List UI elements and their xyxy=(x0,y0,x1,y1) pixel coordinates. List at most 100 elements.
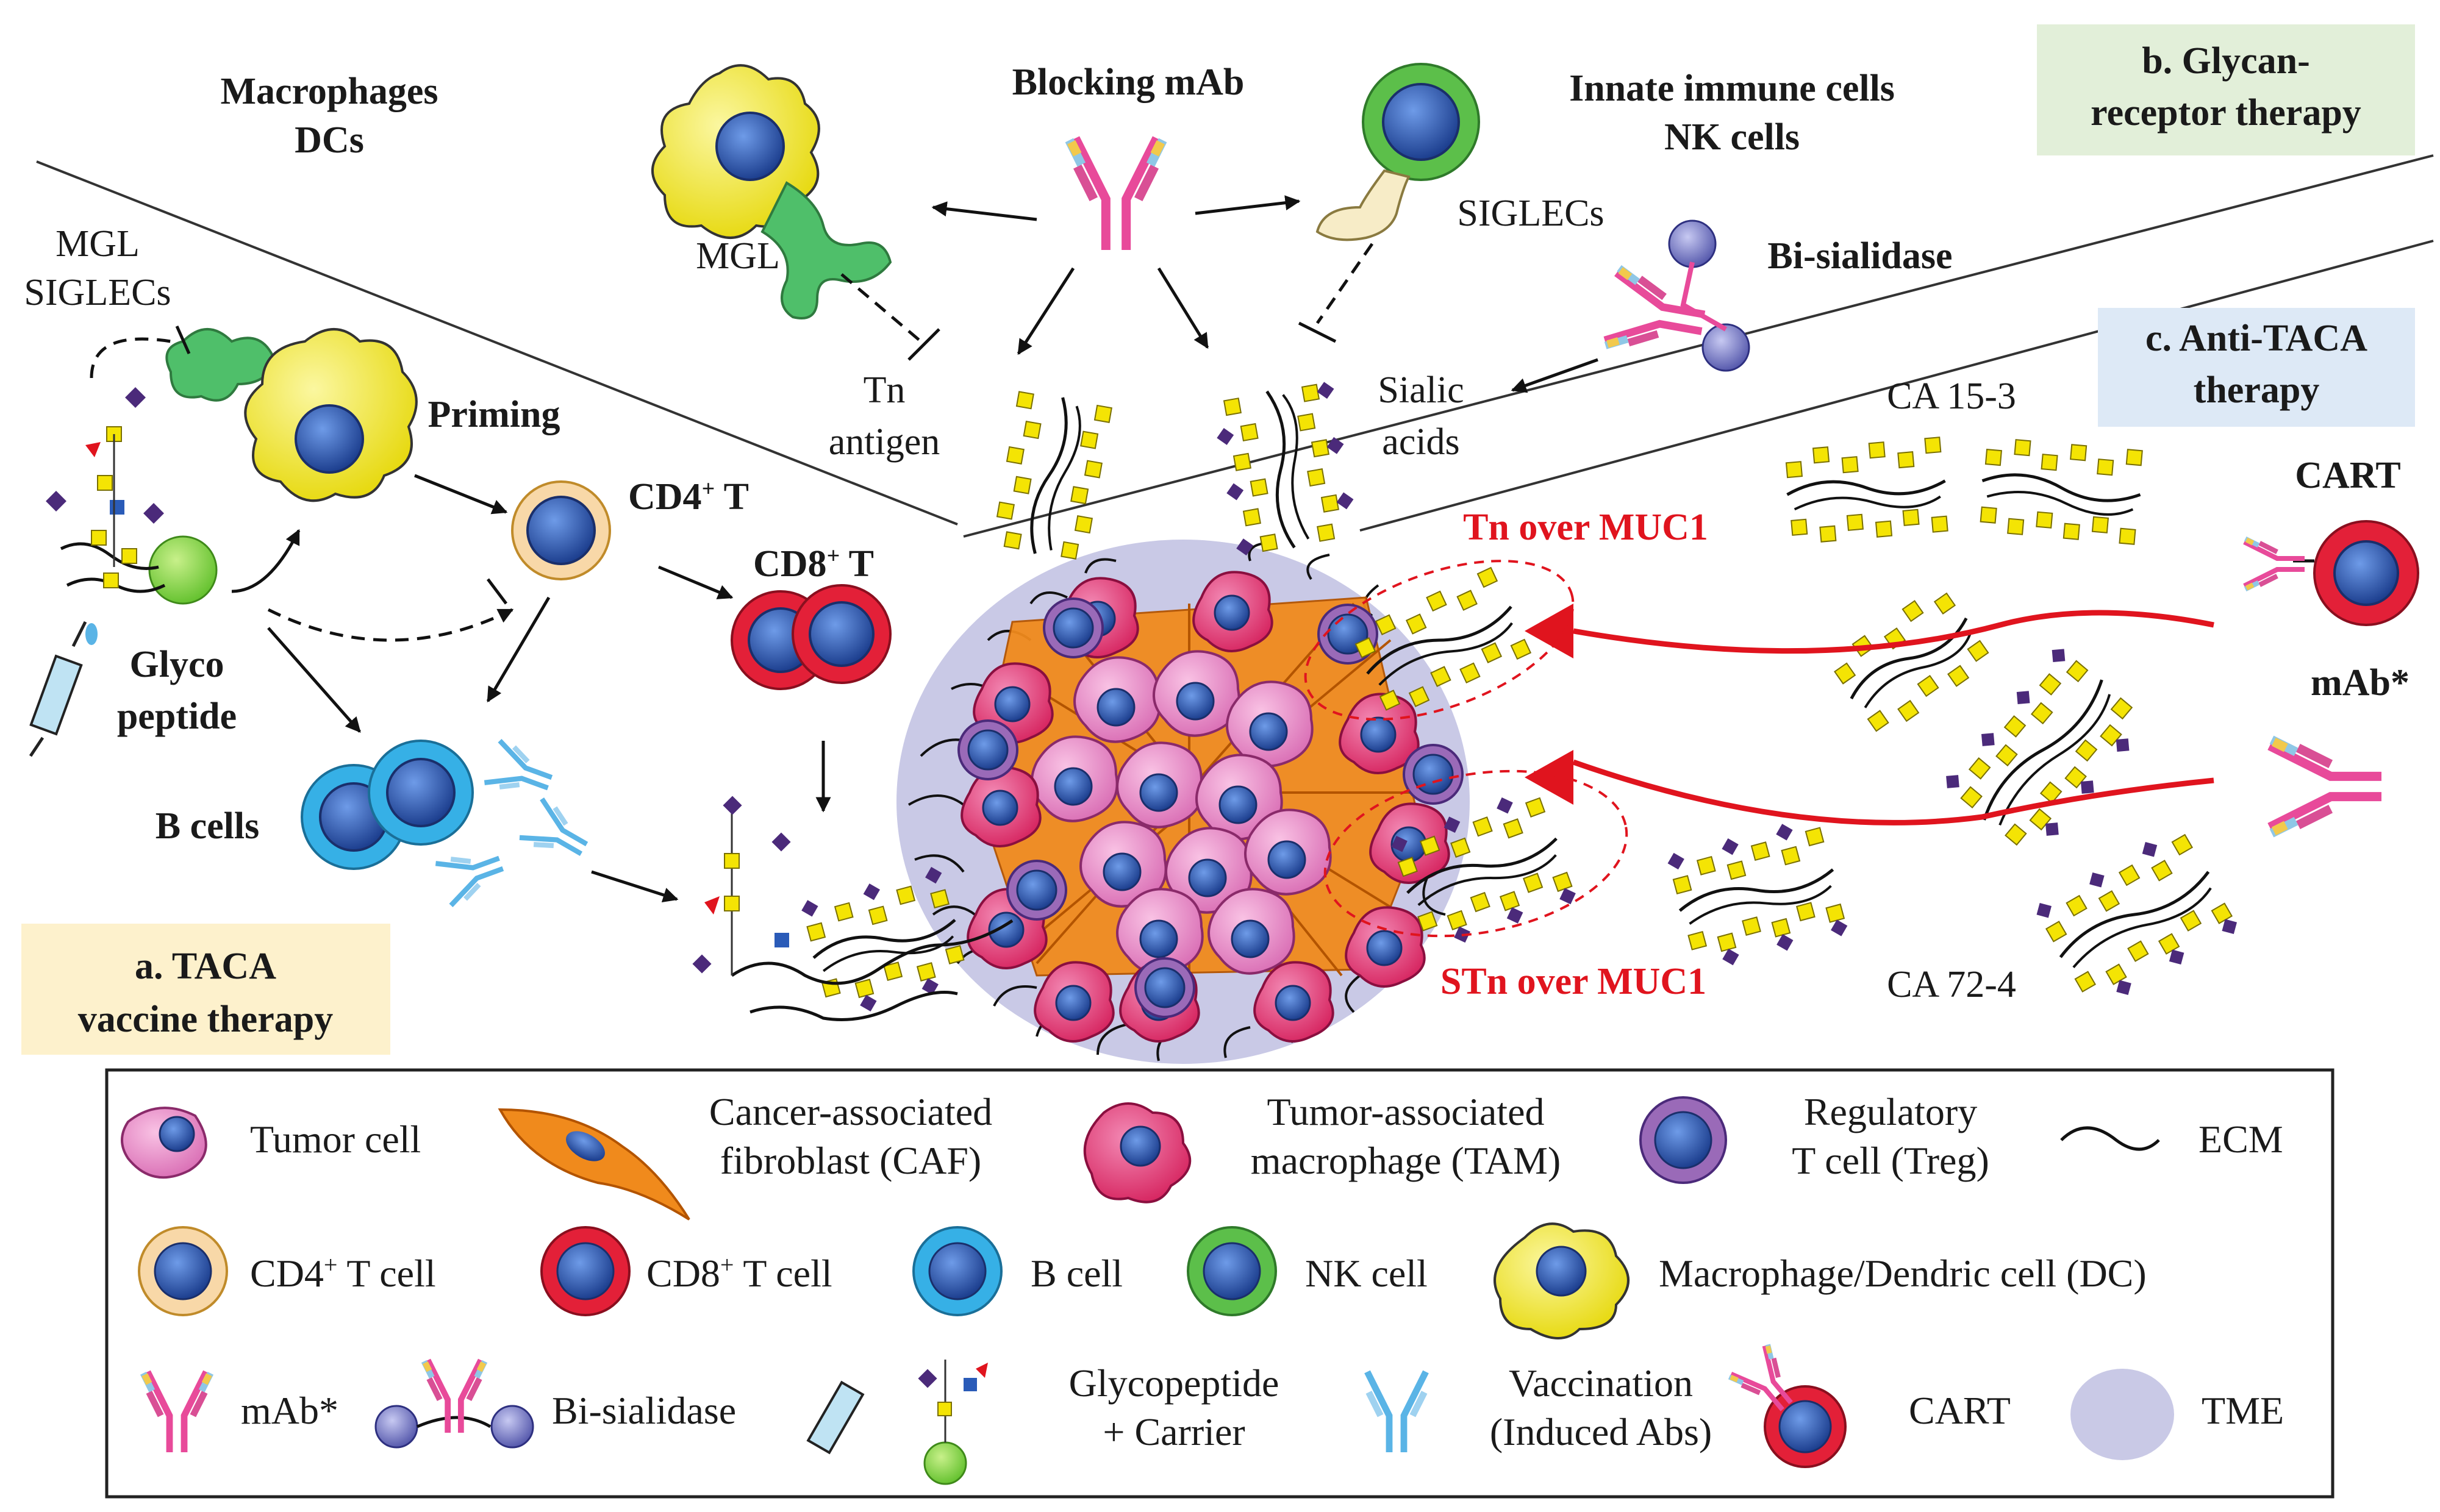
top-dashed-inhibition xyxy=(840,243,1374,343)
tumor-cell xyxy=(1073,656,1161,743)
legend-nk-cell: NK cell xyxy=(1187,1226,1428,1316)
svg-text:Tumor-associated: Tumor-associated xyxy=(1267,1090,1545,1133)
svg-text:CD4+ T cell: CD4+ T cell xyxy=(250,1251,436,1296)
top-inhibition-bars xyxy=(907,321,1337,361)
treg-cell xyxy=(1043,597,1104,658)
tumor-cell xyxy=(1116,888,1204,975)
tam-cell xyxy=(961,766,1042,847)
tumor-cell xyxy=(1031,735,1118,822)
acids-label: acids xyxy=(1382,421,1459,463)
legend-bi-sialidase: Bi-sialidase xyxy=(374,1360,736,1449)
mucin-cluster xyxy=(1946,649,2133,846)
svg-text:NK cell: NK cell xyxy=(1305,1252,1428,1295)
svg-text:+ Carrier: + Carrier xyxy=(1103,1410,1245,1453)
dcs-label: DCs xyxy=(295,119,364,161)
cd8-t-cell-icon xyxy=(731,584,892,690)
svg-text:Vaccination: Vaccination xyxy=(1509,1361,1693,1405)
svg-text:T cell (Treg): T cell (Treg) xyxy=(1792,1139,1989,1182)
legend-treg: Regulatory T cell (Treg) xyxy=(1639,1090,1989,1184)
svg-text:macrophage (TAM): macrophage (TAM) xyxy=(1251,1139,1561,1182)
induced-ab-1 xyxy=(484,741,557,804)
svg-text:therapy: therapy xyxy=(2194,369,2320,411)
treg-cell xyxy=(1006,860,1067,921)
induced-ab-3 xyxy=(435,843,509,905)
panel-a-label: a. TACA vaccine therapy xyxy=(21,924,390,1055)
svg-text:CART: CART xyxy=(1909,1389,2011,1432)
mab-star-label: mAb* xyxy=(2311,662,2410,704)
tam-cell xyxy=(1369,802,1450,884)
ca153-label: CA 15-3 xyxy=(1887,376,2016,417)
left-dashed xyxy=(90,337,514,642)
tn-label: Tn xyxy=(864,369,906,411)
nk-cells-label: NK cells xyxy=(1664,116,1800,158)
svg-text:fibroblast (CAF): fibroblast (CAF) xyxy=(720,1139,981,1182)
legend-cd8-cell: CD8+ T cell xyxy=(540,1226,832,1316)
cart-icon xyxy=(2244,520,2419,626)
blocking-mab-icon xyxy=(1069,138,1162,250)
mgl-left-label: MGL xyxy=(55,223,140,265)
siglecs-left-label: SIGLECs xyxy=(24,272,171,313)
svg-text:Glycopeptide: Glycopeptide xyxy=(1069,1361,1279,1405)
svg-text:CD8+ T cell: CD8+ T cell xyxy=(646,1251,832,1296)
glyco-label: Glyco xyxy=(130,644,224,685)
siglecs-top-label: SIGLECs xyxy=(1457,193,1604,234)
cd4-t-label: CD4+ T xyxy=(628,476,749,518)
legend-b-cell: B cell xyxy=(912,1226,1123,1316)
mucin-glycan-clusters xyxy=(801,382,2238,1012)
tam-cell xyxy=(1345,906,1426,988)
sialic-label: Sialic xyxy=(1378,369,1464,411)
red-arrowhead-bottom xyxy=(1525,750,1573,805)
treg-cell xyxy=(1403,744,1464,805)
svg-text:vaccine therapy: vaccine therapy xyxy=(78,999,333,1040)
macrophages-label: Macrophages xyxy=(220,71,438,112)
cd8-t-label: CD8+ T xyxy=(753,543,874,585)
tumor-cell xyxy=(1165,827,1253,914)
legend-mab: mAb* xyxy=(143,1372,338,1452)
svg-text:Tumor cell: Tumor cell xyxy=(250,1118,421,1161)
divider-left xyxy=(36,160,958,526)
peptide-label: peptide xyxy=(117,696,237,737)
svg-text:Cancer-associated: Cancer-associated xyxy=(709,1090,992,1133)
ca724-label: CA 72-4 xyxy=(1887,964,2016,1005)
legend-ecm: ECM xyxy=(2060,1118,2283,1161)
svg-text:mAb*: mAb* xyxy=(241,1389,338,1432)
tumor-cell xyxy=(1153,650,1240,737)
tumor-cell xyxy=(1079,821,1167,908)
blocking-mab-label: Blocking mAb xyxy=(1012,62,1245,103)
treg-cell xyxy=(957,719,1018,780)
induced-ab-2 xyxy=(520,799,595,868)
glycopeptide-left-icon xyxy=(46,387,218,605)
legend: Tumor cell Cancer-associated fibroblast … xyxy=(105,1068,2334,1499)
left-arrows xyxy=(231,474,831,903)
svg-text:c. Anti-TACA: c. Anti-TACA xyxy=(2145,318,2367,359)
mucin-cluster xyxy=(1980,439,2143,545)
tn-muc1-label: Tn over MUC1 xyxy=(1463,507,1708,548)
tumor-microenvironment xyxy=(896,540,1470,1064)
panel-b-label: b. Glycan- receptor therapy xyxy=(2037,24,2415,155)
tumor-cell xyxy=(1226,680,1314,768)
mgl-top-label: MGL xyxy=(696,235,780,277)
legend-glycopeptide: Glycopeptide + Carrier xyxy=(806,1360,1279,1485)
mucin-cluster xyxy=(1217,382,1354,556)
b-cells-label: B cells xyxy=(156,805,259,847)
red-arrows xyxy=(1572,610,2214,826)
mab-star-icon xyxy=(2270,740,2381,833)
svg-text:Bi-sialidase: Bi-sialidase xyxy=(552,1389,736,1432)
mucin-cluster xyxy=(1785,437,1948,543)
svg-text:TME: TME xyxy=(2202,1389,2284,1432)
legend-vaccination: Vaccination (Induced Abs) xyxy=(1367,1361,1712,1453)
divider-right-lower xyxy=(1359,240,2434,532)
legend-cart: CART xyxy=(1728,1344,2011,1468)
treg-cell xyxy=(1134,957,1195,1018)
top-arrows xyxy=(931,195,1598,393)
legend-caf: Cancer-associated fibroblast (CAF) xyxy=(498,1090,992,1221)
b-cells-icon xyxy=(301,740,474,870)
svg-text:a. TACA: a. TACA xyxy=(135,946,276,987)
macrophage-icon xyxy=(651,64,892,319)
innate-immune-label: Innate immune cells xyxy=(1569,68,1895,109)
svg-text:ECM: ECM xyxy=(2199,1118,2283,1161)
treg-cells xyxy=(957,597,1464,1018)
antigen-label: antigen xyxy=(829,421,940,463)
